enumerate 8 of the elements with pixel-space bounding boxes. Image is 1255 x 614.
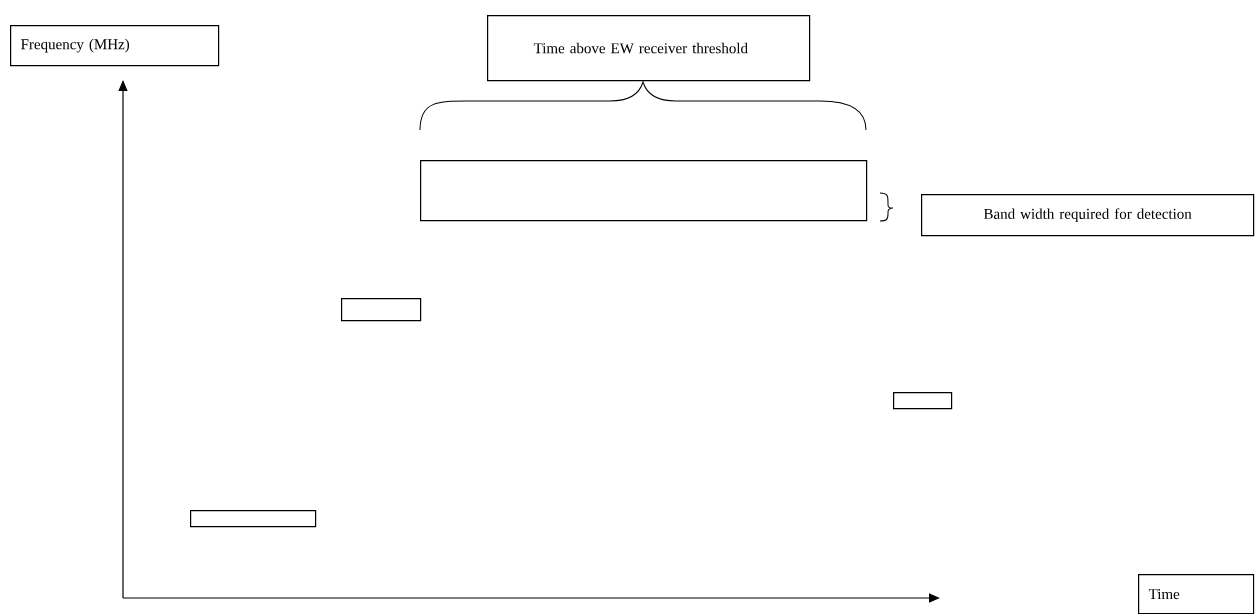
signal-box [341, 298, 422, 322]
signal-box [190, 510, 317, 528]
signal-box [420, 160, 868, 222]
label-box: Band width required for detection [921, 194, 1255, 237]
signal-box [893, 392, 953, 410]
label-box: Frequency (MHz) [10, 25, 220, 67]
label-box: Time above EW receiver threshold [487, 15, 811, 82]
label-box: Time [1138, 574, 1255, 614]
